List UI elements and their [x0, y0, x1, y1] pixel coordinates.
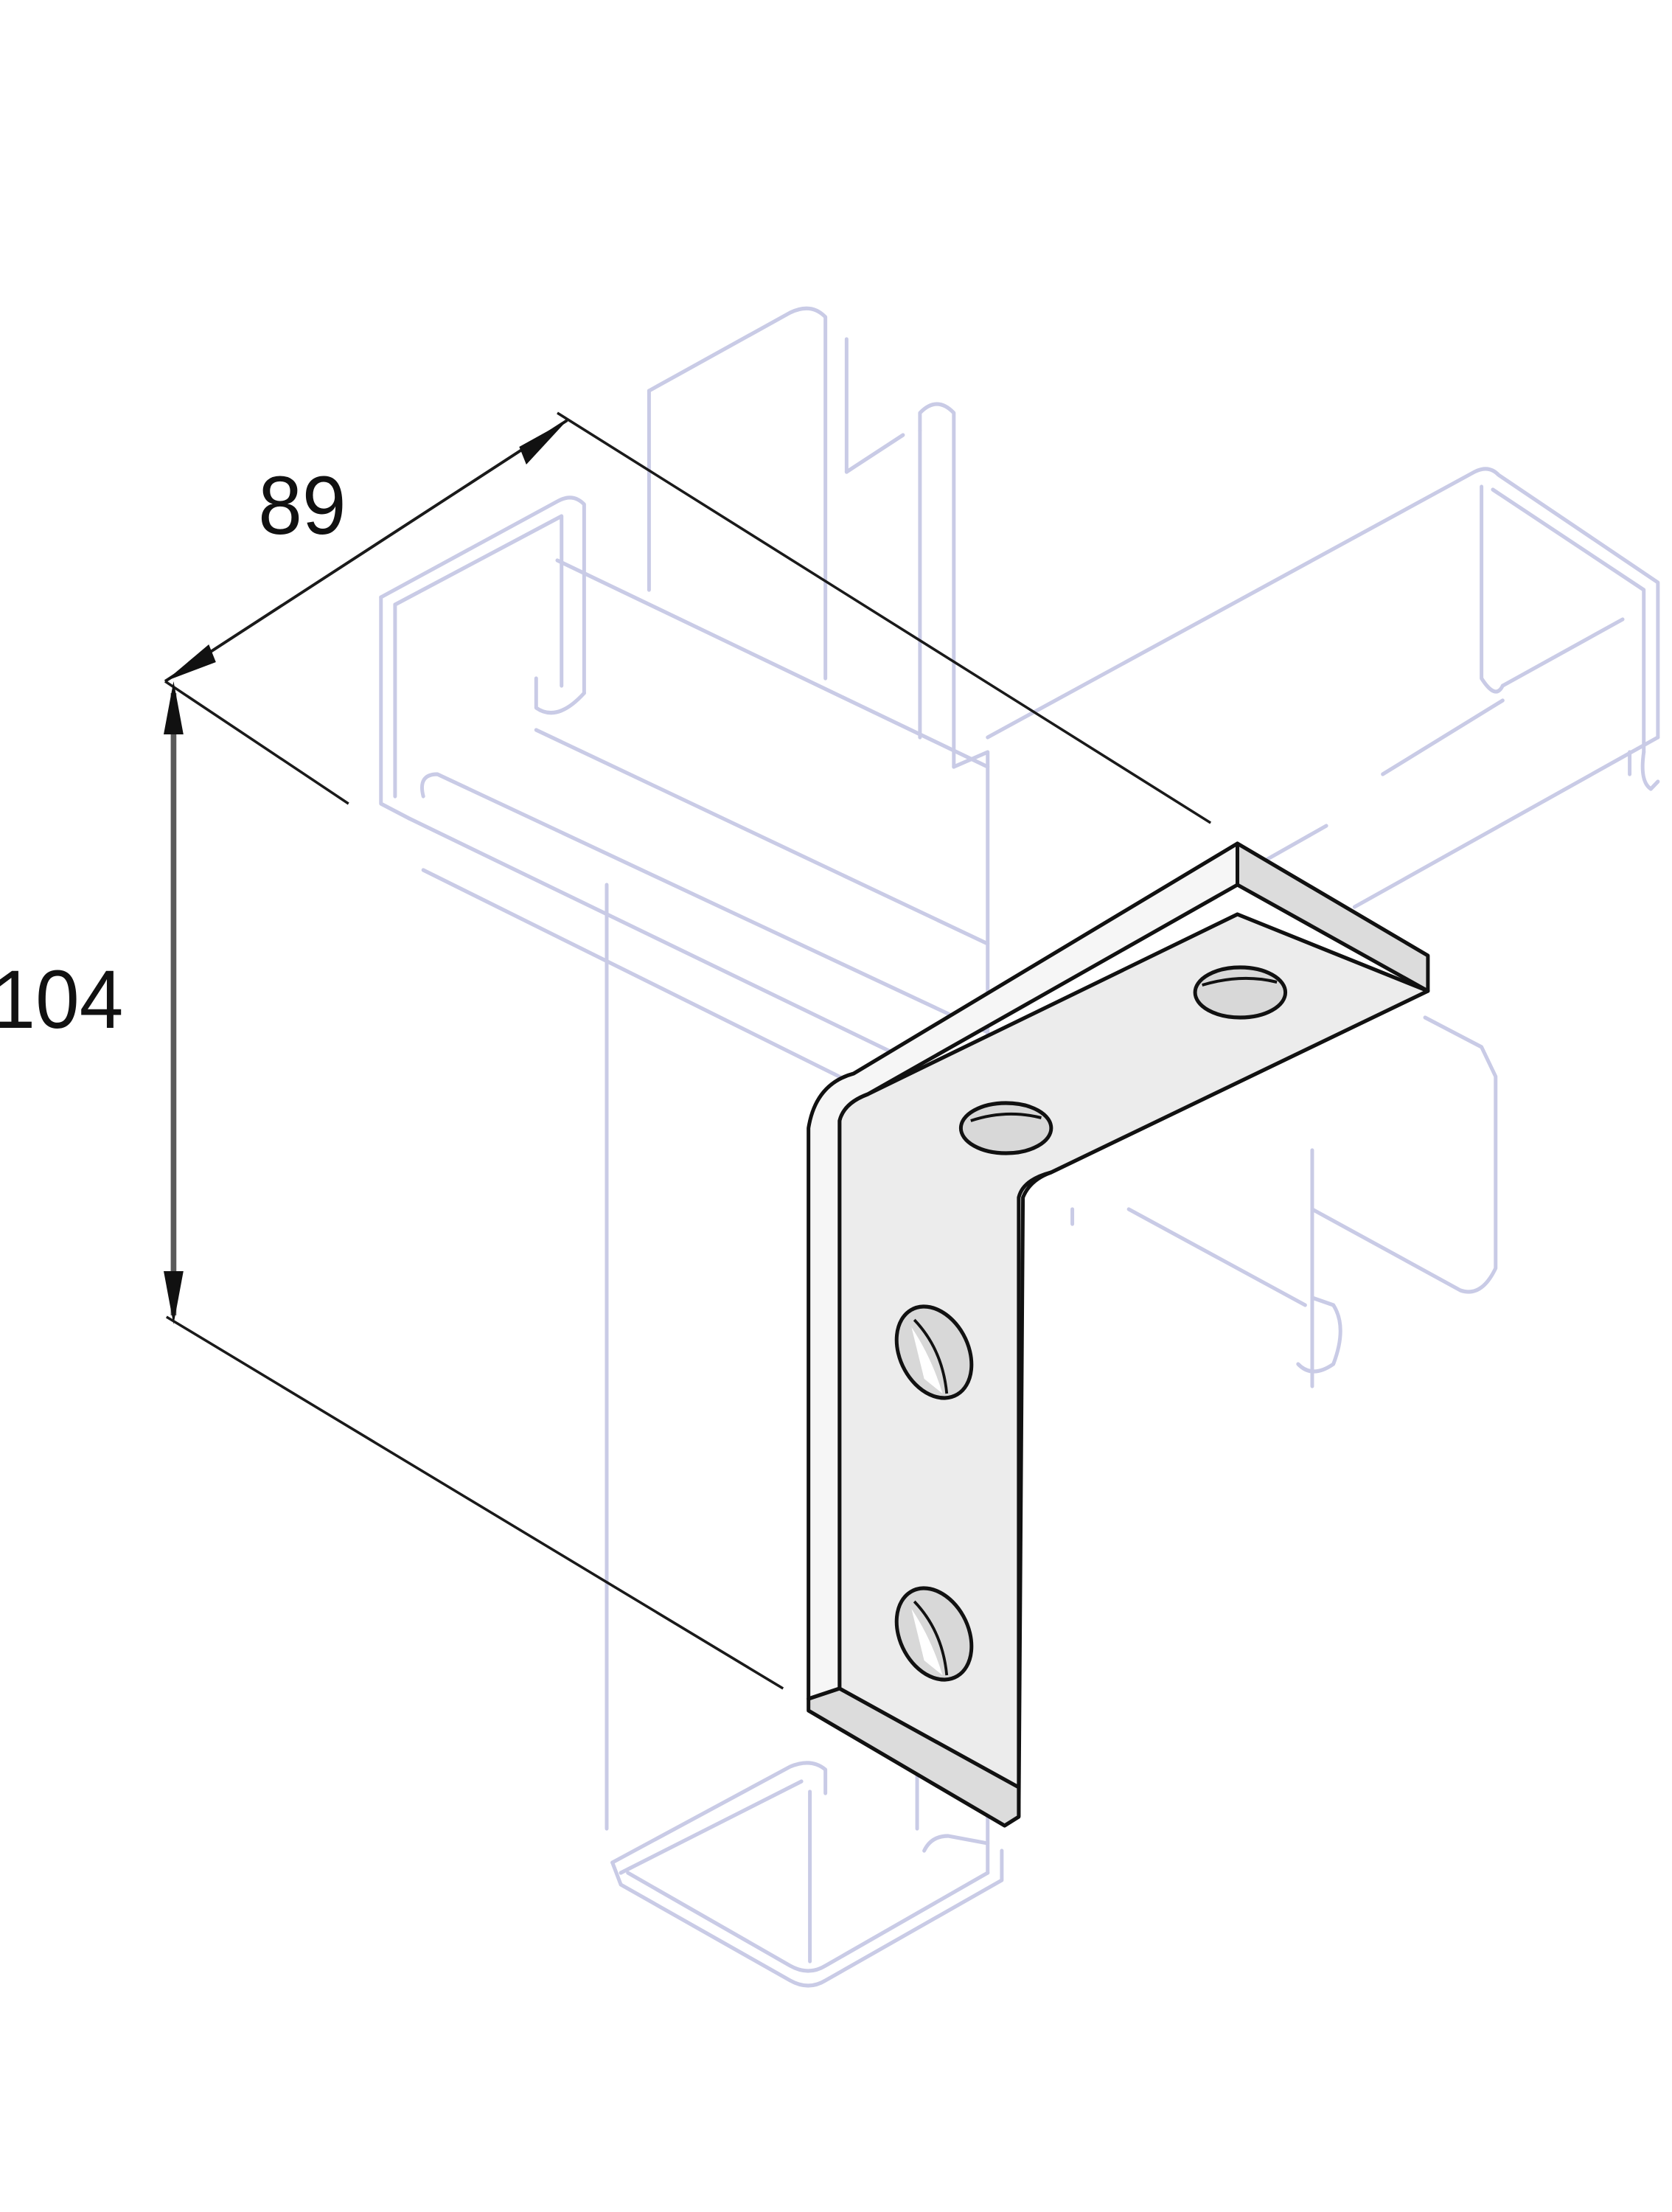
dimension-89-label: 89 [258, 460, 346, 552]
dimension-104-label: 104 [0, 954, 123, 1046]
vertical-channel [605, 306, 1004, 1988]
angle-bracket [807, 841, 1430, 1828]
dimension-89: 89 [164, 411, 1212, 824]
dimension-104: 104 [0, 681, 784, 1690]
hole-top-right [1193, 965, 1288, 1020]
hole-vertical-lower [894, 1586, 974, 1682]
hole-top-left [958, 1101, 1053, 1155]
hole-vertical-upper [894, 1304, 974, 1400]
